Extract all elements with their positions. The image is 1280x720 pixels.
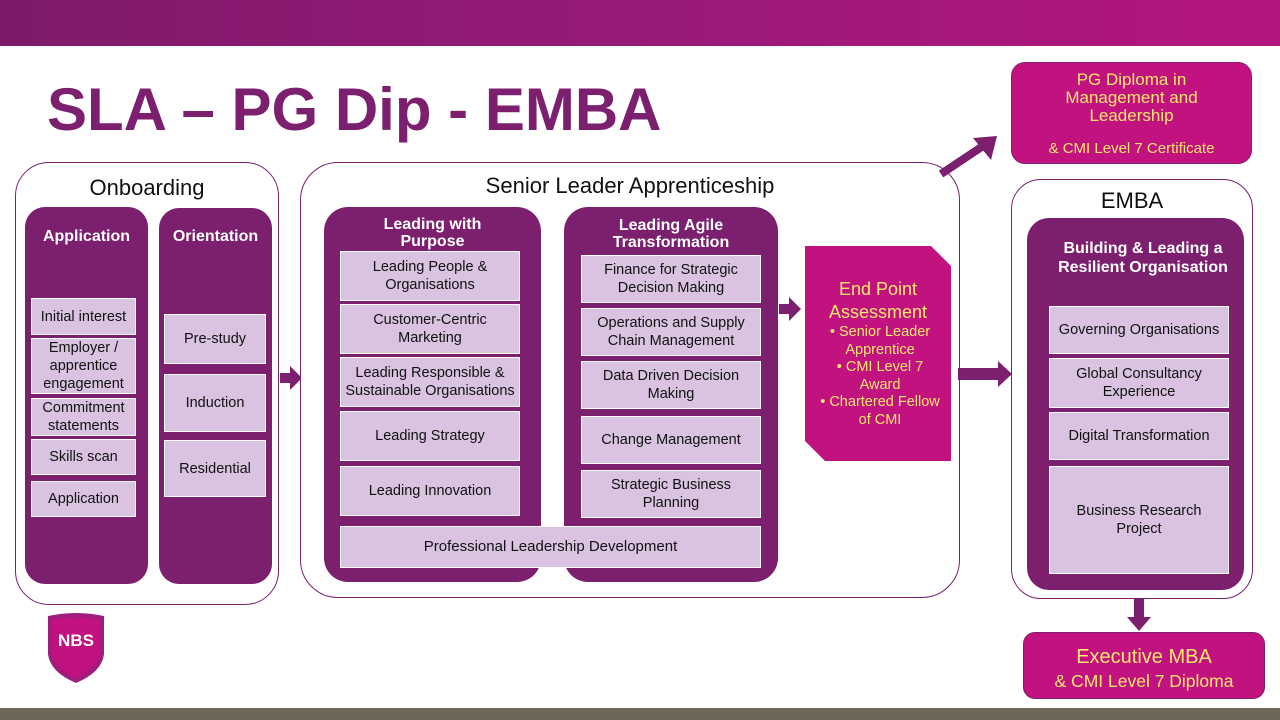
emba-heading: Building & Leading a Resilient Organisat… (1058, 240, 1228, 276)
arrow-right-icon (958, 361, 1012, 387)
orientation-heading: Orientation (172, 228, 259, 245)
emba-item-digital: Digital Transformation (1049, 412, 1229, 460)
application-item-engagement: Employer / apprentice engagement (31, 338, 136, 394)
arrow-right-icon (280, 366, 302, 390)
emba-item-governing: Governing Organisations (1049, 306, 1229, 354)
purpose-item-innovation: Leading Innovation (340, 466, 520, 516)
orientation-item-induction: Induction (164, 374, 266, 432)
application-heading: Application (42, 228, 131, 245)
nbs-logo: NBS (46, 612, 106, 684)
purpose-heading: Leading with Purpose (383, 216, 482, 250)
orientation-item-pre-study: Pre-study (164, 314, 266, 364)
emba-title: EMBA (1100, 188, 1164, 213)
agile-item-finance: Finance for Strategic Decision Making (581, 255, 761, 303)
arrow-up-right-icon (937, 134, 999, 178)
page-title: SLA – PG Dip - EMBA (47, 76, 662, 143)
professional-leadership-development: Professional Leadership Development (340, 526, 761, 568)
orientation-item-residential: Residential (164, 440, 266, 497)
epa-item: • Senior Leader Apprentice (829, 324, 931, 358)
purpose-item-strategy: Leading Strategy (340, 411, 520, 461)
agile-heading: Leading Agile Transformation (612, 217, 730, 251)
top-banner (0, 0, 1280, 46)
agile-item-data: Data Driven Decision Making (581, 361, 761, 409)
application-item-initial-interest: Initial interest (31, 298, 136, 335)
pg-diploma-title: PG Diploma in Management and Leadership (1065, 70, 1198, 125)
pg-diploma-badge: PG Diploma in Management and Leadership … (1011, 62, 1252, 164)
epa-list: • Senior Leader Apprentice • CMI Level 7… (815, 324, 945, 429)
purpose-item-responsible: Leading Responsible & Sustainable Organi… (340, 357, 520, 407)
epa-item: • Chartered Fellow of CMI (820, 394, 940, 428)
application-item-application: Application (31, 481, 136, 517)
pg-diploma-subtitle: & CMI Level 7 Certificate (1048, 140, 1215, 157)
arrow-right-icon (779, 297, 801, 321)
purpose-item-marketing: Customer-Centric Marketing (340, 304, 520, 354)
executive-mba-badge: Executive MBA & CMI Level 7 Diploma (1023, 632, 1265, 699)
purpose-item-people: Leading People & Organisations (340, 251, 520, 301)
executive-mba-title: Executive MBA (1076, 646, 1212, 668)
application-item-commitment: Commitment statements (31, 398, 136, 436)
logo-text: NBS (58, 631, 94, 650)
emba-item-research: Business Research Project (1049, 466, 1229, 574)
end-point-assessment: End Point Assessment • Senior Leader App… (805, 246, 951, 461)
emba-item-consultancy: Global Consultancy Experience (1049, 358, 1229, 408)
bottom-banner (0, 708, 1280, 720)
agile-item-change: Change Management (581, 416, 761, 464)
application-item-skills-scan: Skills scan (31, 439, 136, 475)
sla-title: Senior Leader Apprenticeship (485, 173, 775, 198)
application-column: Application (25, 207, 148, 584)
agile-item-planning: Strategic Business Planning (581, 470, 761, 518)
epa-item: • CMI Level 7 Award (836, 359, 924, 393)
epa-title: End Point Assessment (828, 279, 928, 322)
arrow-down-icon (1127, 599, 1151, 631)
executive-mba-subtitle: & CMI Level 7 Diploma (1054, 671, 1234, 691)
onboarding-title: Onboarding (89, 175, 205, 200)
agile-item-operations: Operations and Supply Chain Management (581, 308, 761, 356)
